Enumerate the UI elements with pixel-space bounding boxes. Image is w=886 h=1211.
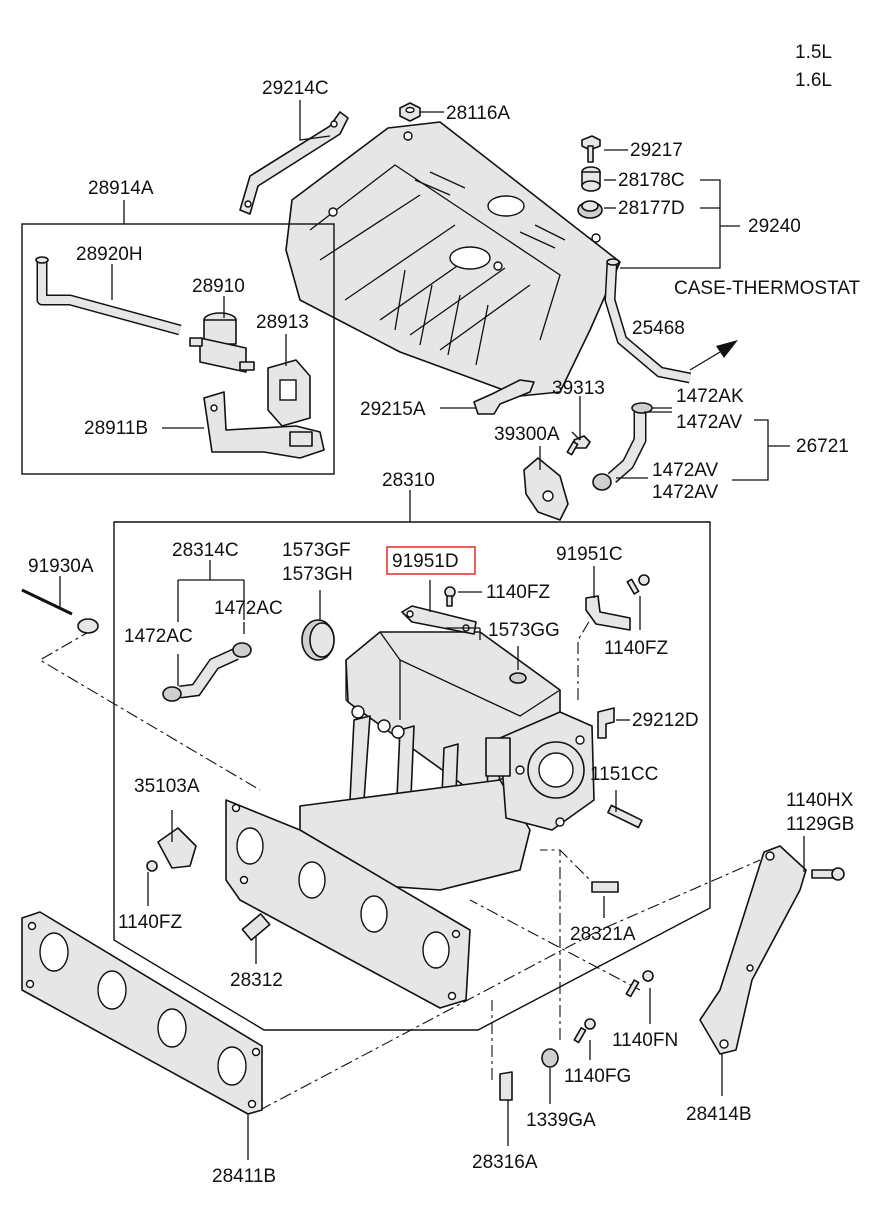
part-label-28913[interactable]: 28913 [256,312,309,333]
part-label-29240[interactable]: 29240 [748,216,801,237]
intake-manifold-group-box [113,521,711,1031]
part-label-1140FZ[interactable]: 1140FZ [118,912,182,933]
part-label-1472AV[interactable]: 1472AV [652,482,719,503]
part-label-28177D[interactable]: 28177D [618,198,685,219]
sensor-39300A-part [523,457,569,521]
engine-cover-part [285,121,621,397]
part-label-28911B[interactable]: 28911B [84,418,148,439]
nut-icon [399,102,421,122]
part-label-35103A[interactable]: 35103A [134,776,200,797]
vapor-hose-28920H-part [35,256,182,336]
part-label-1129GB[interactable]: 1129GB [786,814,854,835]
wire-91930A-part [21,588,99,634]
hose-26721-part [592,402,653,491]
connector-28913-part [267,359,311,427]
part-label-1140FN[interactable]: 1140FN [612,1030,678,1051]
bracket-28911B-part [203,391,325,459]
fitting-28321A-part [591,881,619,893]
cap-1573GG-part [509,672,527,684]
bolt-1140FG-icon [573,1018,596,1044]
part-label-28920H[interactable]: 28920H [76,244,143,265]
engine-size-1-6: 1.6L [795,70,832,91]
washer-1339GA-part [541,1048,559,1068]
part-label-28910[interactable]: 28910 [192,276,245,297]
engine-size-1-5: 1.5L [795,42,832,63]
part-label-29214C[interactable]: 29214C [262,78,329,99]
part-label-28316A[interactable]: 28316A [472,1152,538,1173]
part-label-1151CC[interactable]: 1151CC [590,764,658,785]
part-label-28178C[interactable]: 28178C [618,170,685,191]
gasket-28411B-part [21,911,263,1115]
bolt-39313-icon [566,435,591,456]
brace-28414B-part [699,845,807,1055]
part-label-1472AK[interactable]: 1472AK [676,386,744,407]
part-label-29217[interactable]: 29217 [630,140,683,161]
part-label-1573GH[interactable]: 1573GH [282,564,353,585]
part-label-28314C[interactable]: 28314C [172,540,239,561]
bolt-1140FN-icon [625,970,654,998]
plug-28312-part [241,913,271,941]
dashed-leader-lines [38,619,761,1111]
cap-1573GF-part [301,619,335,661]
part-label-26721[interactable]: 26721 [796,436,849,457]
bolt-1140FZ-icon [146,860,158,872]
bolt-1140FZ-icon [626,574,650,595]
part-label-25468[interactable]: 25468 [632,318,685,339]
part-label-91930A[interactable]: 91930A [28,556,94,577]
bracket-91951C-part [585,595,631,631]
part-label-28310[interactable]: 28310 [382,470,435,491]
part-label-1472AC[interactable]: 1472AC [124,626,193,647]
direction-arrow [689,351,721,371]
part-label-28116A[interactable]: 28116A [446,103,510,124]
intake-manifold-28310-part [299,631,595,891]
part-label-28914A[interactable]: 28914A [88,178,154,199]
stud-1151CC-part [607,804,643,829]
part-label-1140FZ[interactable]: 1140FZ [604,638,668,659]
part-label-1140FZ[interactable]: 1140FZ [486,582,550,603]
part-label-1472AC[interactable]: 1472AC [214,598,283,619]
manifold-flange-part [225,799,471,1009]
part-label-1140HX[interactable]: 1140HX [786,790,854,811]
bolt-1140FZ-icon [444,586,456,607]
part-label-29212D[interactable]: 29212D [632,710,699,731]
part-label-1472AV[interactable]: 1472AV [652,460,719,481]
part-label-1472AV[interactable]: 1472AV [676,412,743,433]
part-label-case-thermostat[interactable]: CASE-THERMOSTAT [674,278,861,299]
bracket-29215A-part [473,379,535,415]
part-label-28312[interactable]: 28312 [230,970,283,991]
part-label-28411B[interactable]: 28411B [212,1166,276,1187]
bolt-1140HX-icon [811,867,845,881]
part-label-39300A[interactable]: 39300A [494,424,560,445]
arrow-head-icon [716,340,738,358]
bracket-91951D-part [401,605,477,635]
part-label-28321A[interactable]: 28321A [570,924,636,945]
part-label-29215A[interactable]: 29215A [360,399,426,420]
hose-28314C-part [162,642,252,702]
highlight-box [386,546,476,575]
part-label-39313[interactable]: 39313 [552,378,605,399]
purge-valve-28910-part [189,312,255,373]
hose-25468-part [604,258,692,384]
purge-valve-group-box [21,223,335,475]
fitting-29212D-part [597,707,615,739]
cap-28178C-part [581,166,601,192]
grommet-28177D-part [577,200,603,219]
part-label-91951C[interactable]: 91951C [556,544,623,565]
bolt-icon [581,135,601,163]
part-label-28414B[interactable]: 28414B [686,1104,752,1125]
bracket-28316A-part [499,1071,513,1101]
leader-lines [59,100,805,1160]
part-label-1573GF[interactable]: 1573GF [282,540,351,561]
part-label-1573GG[interactable]: 1573GG [488,620,560,641]
part-label-1339GA[interactable]: 1339GA [526,1110,596,1131]
sensor-35103A-part [157,827,197,869]
part-label-1140FG[interactable]: 1140FG [564,1066,631,1087]
part-label-91951D[interactable]: 91951D [392,551,459,572]
